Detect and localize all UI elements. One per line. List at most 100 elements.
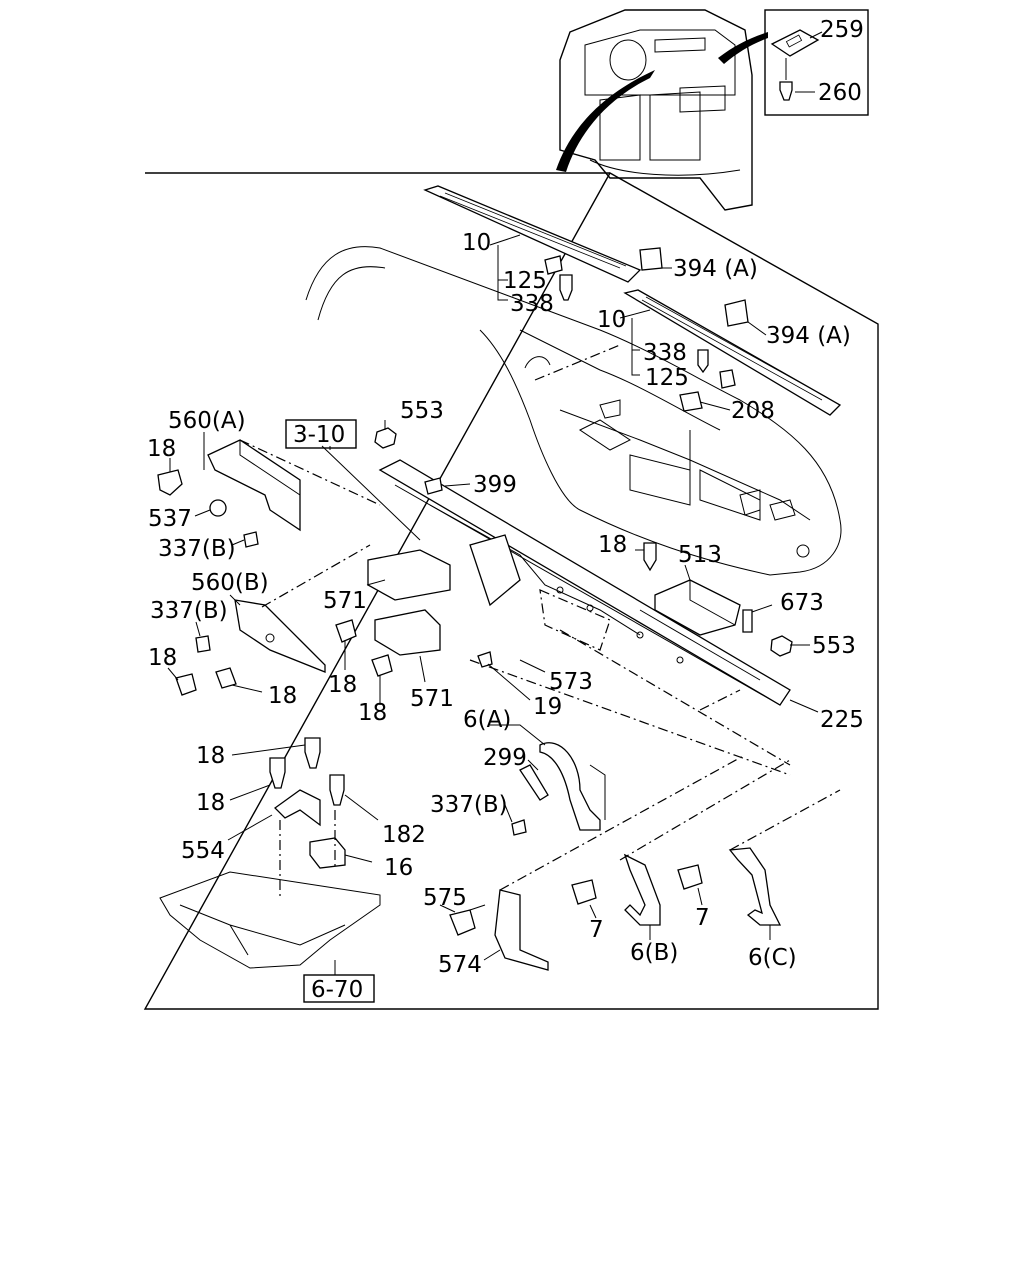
part-16-bracket — [309, 837, 346, 869]
panel-reference-line — [534, 344, 621, 381]
bolt-icon — [243, 531, 259, 548]
bolt-icon — [304, 737, 321, 769]
part-560b-bracket — [234, 599, 326, 673]
callout-394a-upper: 394 (A) — [673, 256, 758, 282]
callout-125-lower: 125 — [645, 365, 689, 391]
callout-337b-b: 337(B) — [150, 598, 228, 624]
part-399-clip — [424, 477, 443, 495]
part-6b-bracket — [623, 853, 661, 926]
callout-399: 399 — [473, 472, 517, 498]
bolt-icon — [697, 349, 709, 374]
cab-arrow-right — [718, 32, 768, 64]
part-574-bracket — [494, 889, 549, 971]
leader-lines — [167, 234, 819, 975]
bolt-icon — [329, 774, 345, 806]
bracket-dash-leaders — [469, 629, 841, 891]
ref-label-3-10: 3-10 — [293, 422, 345, 448]
callout-553-lower: 553 — [812, 633, 856, 659]
bracket-a-dash — [239, 439, 381, 506]
callout-18-c: 18 — [268, 683, 297, 709]
part-513-bracket — [654, 579, 741, 636]
part-10-lower-trim — [623, 289, 842, 416]
bolt-icon — [643, 542, 657, 572]
bolt-icon — [639, 247, 663, 271]
part-299-spacer — [519, 764, 549, 801]
ref-box-3-10[interactable] — [285, 419, 357, 449]
bolt-icon — [544, 255, 563, 275]
part-6a-bracket — [539, 742, 606, 831]
callout-299: 299 — [483, 745, 527, 771]
callout-225: 225 — [820, 707, 864, 733]
bolt-icon — [269, 757, 286, 789]
callout-573: 573 — [549, 669, 593, 695]
screw-icon — [511, 819, 527, 836]
support-dash-lines — [279, 810, 336, 900]
callout-338-lower: 338 — [643, 340, 687, 366]
detail-box-259-260 — [764, 9, 869, 116]
callout-6b: 6(B) — [630, 940, 678, 966]
screw-icon — [477, 651, 493, 668]
cab-arrow-left — [556, 70, 655, 172]
callout-259: 259 — [820, 17, 864, 43]
callout-560b: 560(B) — [191, 570, 269, 596]
callout-7-b: 7 — [695, 905, 710, 931]
bolt-icon — [195, 635, 211, 653]
callout-553-upper: 553 — [400, 398, 444, 424]
bolt-icon — [719, 369, 736, 389]
part-10-upper-trim — [423, 185, 642, 283]
callout-673: 673 — [780, 590, 824, 616]
part-560a-bracket — [207, 439, 301, 532]
nut-icon — [374, 427, 397, 449]
bolt-icons — [157, 247, 793, 936]
bolt-icon — [449, 909, 476, 936]
callout-6c: 6(C) — [748, 945, 797, 971]
callout-337b-a: 337(B) — [158, 536, 236, 562]
nut-icon — [770, 635, 793, 657]
cross-member-dash-rect — [539, 589, 611, 651]
part-571-duct-upper — [367, 549, 451, 601]
callout-182: 182 — [382, 822, 426, 848]
callout-208: 208 — [731, 398, 775, 424]
bolt-icon — [724, 299, 749, 327]
bolt-icon — [215, 667, 237, 689]
bolt-icon — [559, 274, 573, 301]
callout-16: 16 — [384, 855, 413, 881]
ref-box-6-70[interactable] — [303, 974, 375, 1003]
callout-19: 19 — [533, 694, 562, 720]
bolt-icon — [175, 673, 197, 696]
callout-10-upper: 10 — [462, 230, 491, 256]
part-260-screw — [779, 81, 793, 101]
callout-574: 574 — [438, 952, 482, 978]
floor-panel — [159, 871, 381, 969]
callout-18-g: 18 — [196, 743, 225, 769]
callout-513: 513 — [678, 542, 722, 568]
part-259-plate — [770, 29, 820, 57]
callout-18-d: 18 — [328, 672, 357, 698]
part-554-bracket — [273, 789, 321, 827]
callout-560a: 560(A) — [168, 408, 246, 434]
callout-7-a: 7 — [589, 917, 604, 943]
diagram-frame — [143, 172, 879, 1010]
callout-18-e: 18 — [358, 700, 387, 726]
callout-6a: 6(A) — [463, 707, 511, 733]
cab-illustration — [559, 9, 753, 211]
bolt-icon — [677, 864, 703, 890]
ref-label-6-70: 6-70 — [311, 977, 363, 1003]
part-571-duct-lower — [374, 609, 441, 656]
callout-554: 554 — [181, 838, 225, 864]
callout-537: 537 — [148, 506, 192, 532]
bolt-icon — [335, 619, 357, 643]
part-225-cross-member — [378, 459, 791, 706]
instrument-panel — [305, 246, 842, 576]
part-673-pin — [742, 609, 753, 633]
callout-10-lower: 10 — [597, 307, 626, 333]
callout-125-upper: 125 — [503, 268, 547, 294]
callout-18-a: 18 — [147, 436, 176, 462]
bolt-icon — [571, 879, 597, 905]
callout-337b-c: 337(B) — [430, 792, 508, 818]
part-6c-bracket — [728, 847, 782, 926]
callout-571-lower: 571 — [410, 686, 454, 712]
callout-575: 575 — [423, 885, 467, 911]
callout-labels: 259 260 10 125 338 394 (A) 394 (A) 10 33… — [147, 17, 864, 978]
